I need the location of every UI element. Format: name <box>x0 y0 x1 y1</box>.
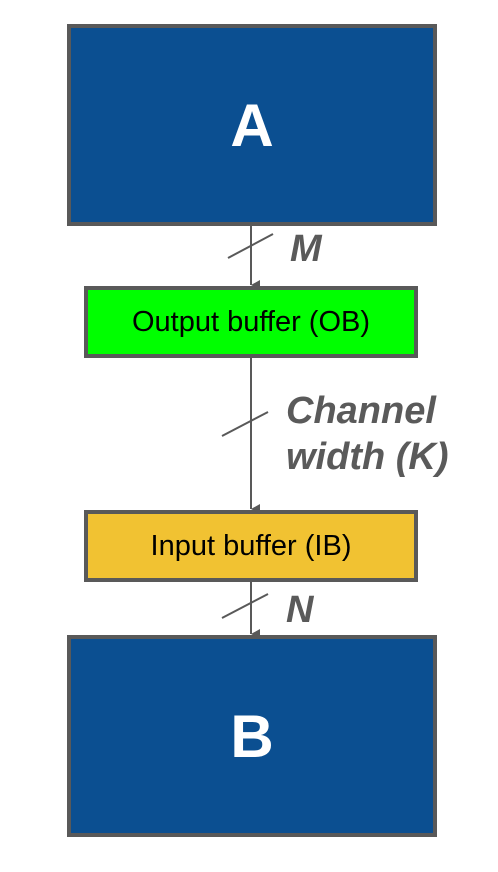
wire-label-channel-width: Channel width (K) <box>286 388 496 480</box>
block-b: B <box>67 635 437 837</box>
block-a-label: A <box>230 91 274 159</box>
wire-label-m: M <box>290 228 322 270</box>
output-buffer-block: Output buffer (OB) <box>84 286 418 358</box>
wire-label-n: N <box>286 589 314 631</box>
bus-slash-k <box>221 411 269 437</box>
block-b-label: B <box>230 702 274 770</box>
input-buffer-label: Input buffer (IB) <box>150 529 352 562</box>
output-buffer-label: Output buffer (OB) <box>131 305 371 338</box>
bus-slash-n <box>221 593 269 619</box>
input-buffer-block: Input buffer (IB) <box>84 510 418 582</box>
wire-label-channel-width-line1: Channel <box>286 390 436 432</box>
block-a: A <box>67 24 437 226</box>
wire-label-channel-width-line2: width (K) <box>286 436 449 478</box>
bus-slash-m <box>227 233 274 259</box>
